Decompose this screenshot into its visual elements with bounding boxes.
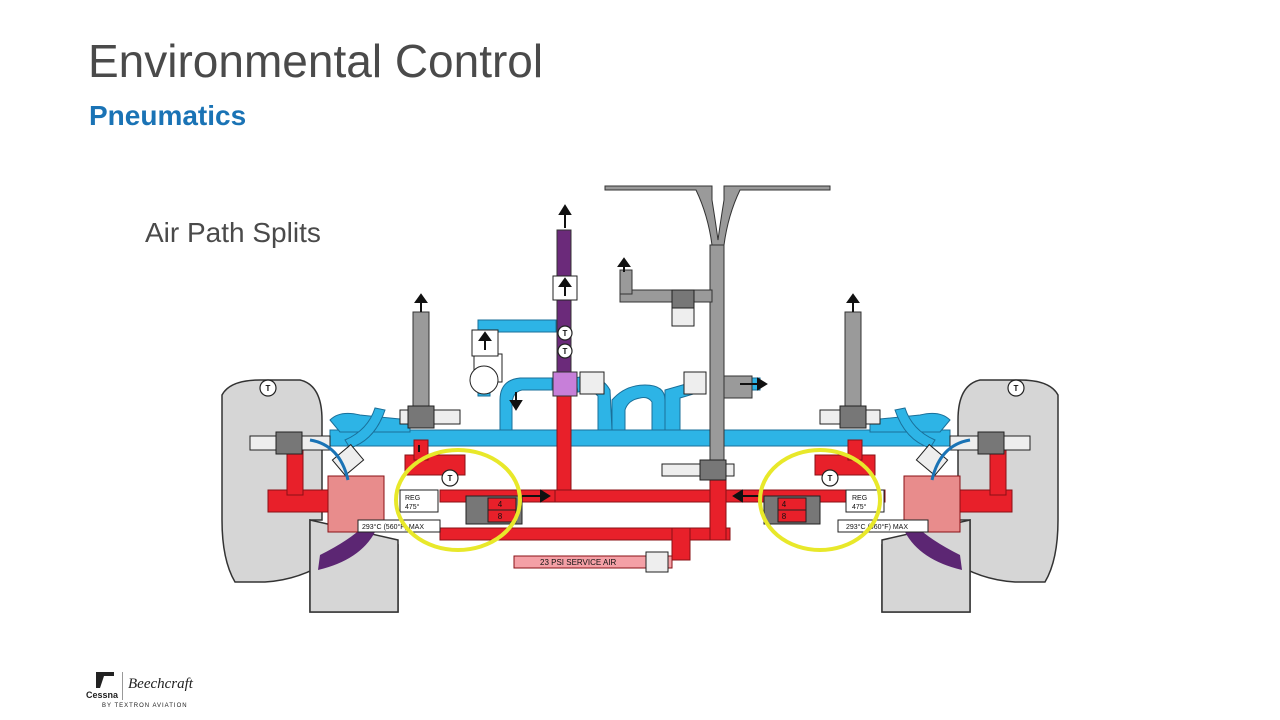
- brand-logo: Cessna Beechcraft BY TEXTRON AVIATION: [86, 668, 216, 712]
- right-split-highlight: [758, 448, 882, 552]
- temp-sensor-label: T: [1014, 384, 1019, 393]
- cessna-logo-icon: [96, 672, 114, 688]
- max-temp-right-label: 293°C (560°F) MAX: [846, 523, 908, 531]
- service-air-label: 23 PSI SERVICE AIR: [540, 558, 617, 567]
- flow-arrows: [418, 277, 760, 503]
- slide-title: Environmental Control: [88, 35, 544, 87]
- temp-sensor-label: T: [266, 384, 271, 393]
- temp-sensor-label: T: [563, 347, 568, 356]
- logo-divider: [122, 672, 123, 700]
- reg-right-temp: 475°: [852, 503, 867, 511]
- valve-left-top-label: 4: [498, 500, 503, 509]
- valve-right-top-label: 4: [782, 500, 787, 509]
- valve-right-bottom-label: 8: [782, 512, 787, 521]
- slide-caption: Air Path Splits: [145, 217, 321, 248]
- reg-left-temp: 475°: [405, 503, 420, 511]
- temp-sensor-label: T: [563, 329, 568, 338]
- reg-right-box: [845, 489, 885, 513]
- left-purple-duct: [318, 525, 375, 570]
- right-curved-arrow: [930, 438, 971, 481]
- slide-subtitle: Pneumatics: [89, 100, 247, 131]
- cessna-wordmark: Cessna: [86, 690, 119, 700]
- reg-left-label: REG: [405, 495, 420, 502]
- right-purple-duct: [905, 525, 962, 570]
- left-curved-arrow: [309, 438, 350, 481]
- beechcraft-wordmark: Beechcraft: [128, 676, 193, 692]
- fan-icon: [469, 365, 499, 395]
- temp-sensors: [259, 325, 1025, 487]
- service-air-valve: [645, 551, 669, 573]
- left-split-highlight: [394, 448, 522, 552]
- max-temp-left-label: 293°C (560°F) MAX: [362, 523, 424, 531]
- valves: [249, 275, 1031, 525]
- max-temp-right-box: [837, 519, 929, 533]
- temp-sensor-label: T: [828, 474, 833, 483]
- exhaust-arrows: [414, 204, 860, 411]
- temp-sensor-label: T: [448, 474, 453, 483]
- valve-left-bottom-label: 8: [498, 512, 503, 521]
- reg-left-box: [399, 489, 439, 513]
- textron-wordmark: BY TEXTRON AVIATION: [102, 703, 188, 709]
- reg-right-label: REG: [852, 495, 867, 502]
